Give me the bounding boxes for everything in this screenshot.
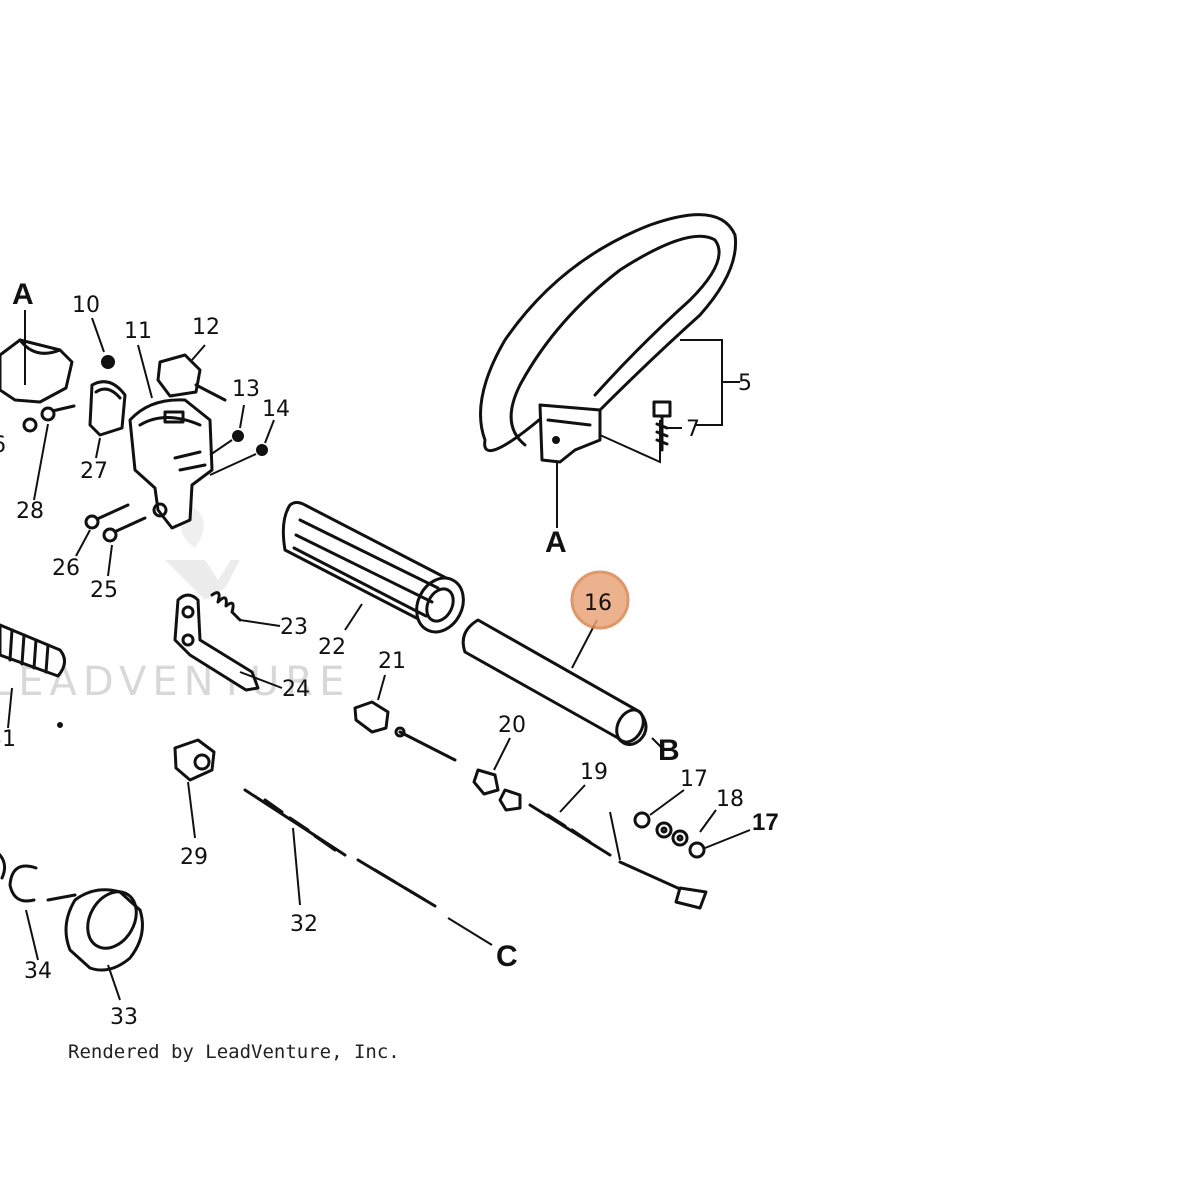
callout-17-right[interactable]: 17 [752, 809, 779, 836]
callout-26[interactable]: 26 [52, 556, 80, 581]
ref-c: C [496, 940, 518, 973]
highlight-circle-16[interactable] [570, 570, 630, 630]
ring-34 [0, 853, 39, 961]
callout-20[interactable]: 20 [498, 713, 526, 738]
callout-22[interactable]: 22 [318, 635, 346, 660]
screw-28 [33, 404, 76, 501]
watermark: LEADVENTURE [0, 505, 344, 705]
callout-6[interactable]: 6 [0, 433, 6, 458]
grip-22 [281, 501, 465, 634]
callout-13[interactable]: 13 [232, 377, 260, 402]
ref-a-left: A [12, 278, 34, 311]
footer-credit: Rendered by LeadVenture, Inc. [68, 1041, 400, 1063]
callout-23[interactable]: 23 [280, 615, 308, 640]
callout-32[interactable]: 32 [290, 912, 318, 937]
callout-12[interactable]: 12 [192, 315, 220, 340]
cable-21 [353, 674, 457, 762]
callout-28[interactable]: 28 [16, 499, 44, 524]
spring-23 [210, 591, 281, 627]
callout-14[interactable]: 14 [262, 397, 290, 422]
callout-27[interactable]: 27 [80, 459, 108, 484]
cable-19 [528, 784, 708, 910]
washers-17-18 [633, 789, 751, 859]
callout-18[interactable]: 18 [716, 787, 744, 812]
callout-33[interactable]: 33 [110, 1005, 138, 1030]
callout-25[interactable]: 25 [90, 578, 118, 603]
screws-25-26 [75, 503, 147, 577]
small-nut-10 [91, 317, 115, 369]
reference-letters: A A B C [12, 278, 680, 973]
callout-10[interactable]: 10 [72, 293, 100, 318]
adjuster-20 [472, 737, 522, 812]
bushing-29 [173, 738, 216, 839]
drive-shaft-32 [243, 788, 493, 946]
callout-34[interactable]: 34 [24, 959, 52, 984]
tube-16 [461, 618, 663, 749]
callout-7[interactable]: 7 [686, 417, 700, 442]
throttle-lever-24 [173, 593, 283, 692]
callout-17-top[interactable]: 17 [680, 767, 708, 792]
callout-labels: 5 6 7 10 11 12 13 14 16 17 17 18 19 20 2… [0, 293, 779, 1030]
clamp-27 [88, 380, 127, 459]
drum-33 [46, 888, 144, 1001]
ref-b: B [658, 734, 680, 767]
bracket-left [0, 310, 74, 433]
handlebar-loop [479, 213, 740, 528]
callout-31[interactable]: 31 [0, 727, 16, 752]
ref-a-right: A [545, 526, 567, 559]
callout-19[interactable]: 19 [580, 760, 608, 785]
shaft-31 [0, 623, 66, 729]
throttle-housing [128, 344, 275, 530]
callout-29[interactable]: 29 [180, 845, 208, 870]
bolt-7 [652, 400, 682, 452]
callout-11[interactable]: 11 [124, 319, 152, 344]
callout-5[interactable]: 5 [738, 371, 752, 396]
callout-16[interactable]: 16 [584, 591, 612, 616]
callout-24[interactable]: 24 [282, 677, 310, 702]
callout-21[interactable]: 21 [378, 649, 406, 674]
